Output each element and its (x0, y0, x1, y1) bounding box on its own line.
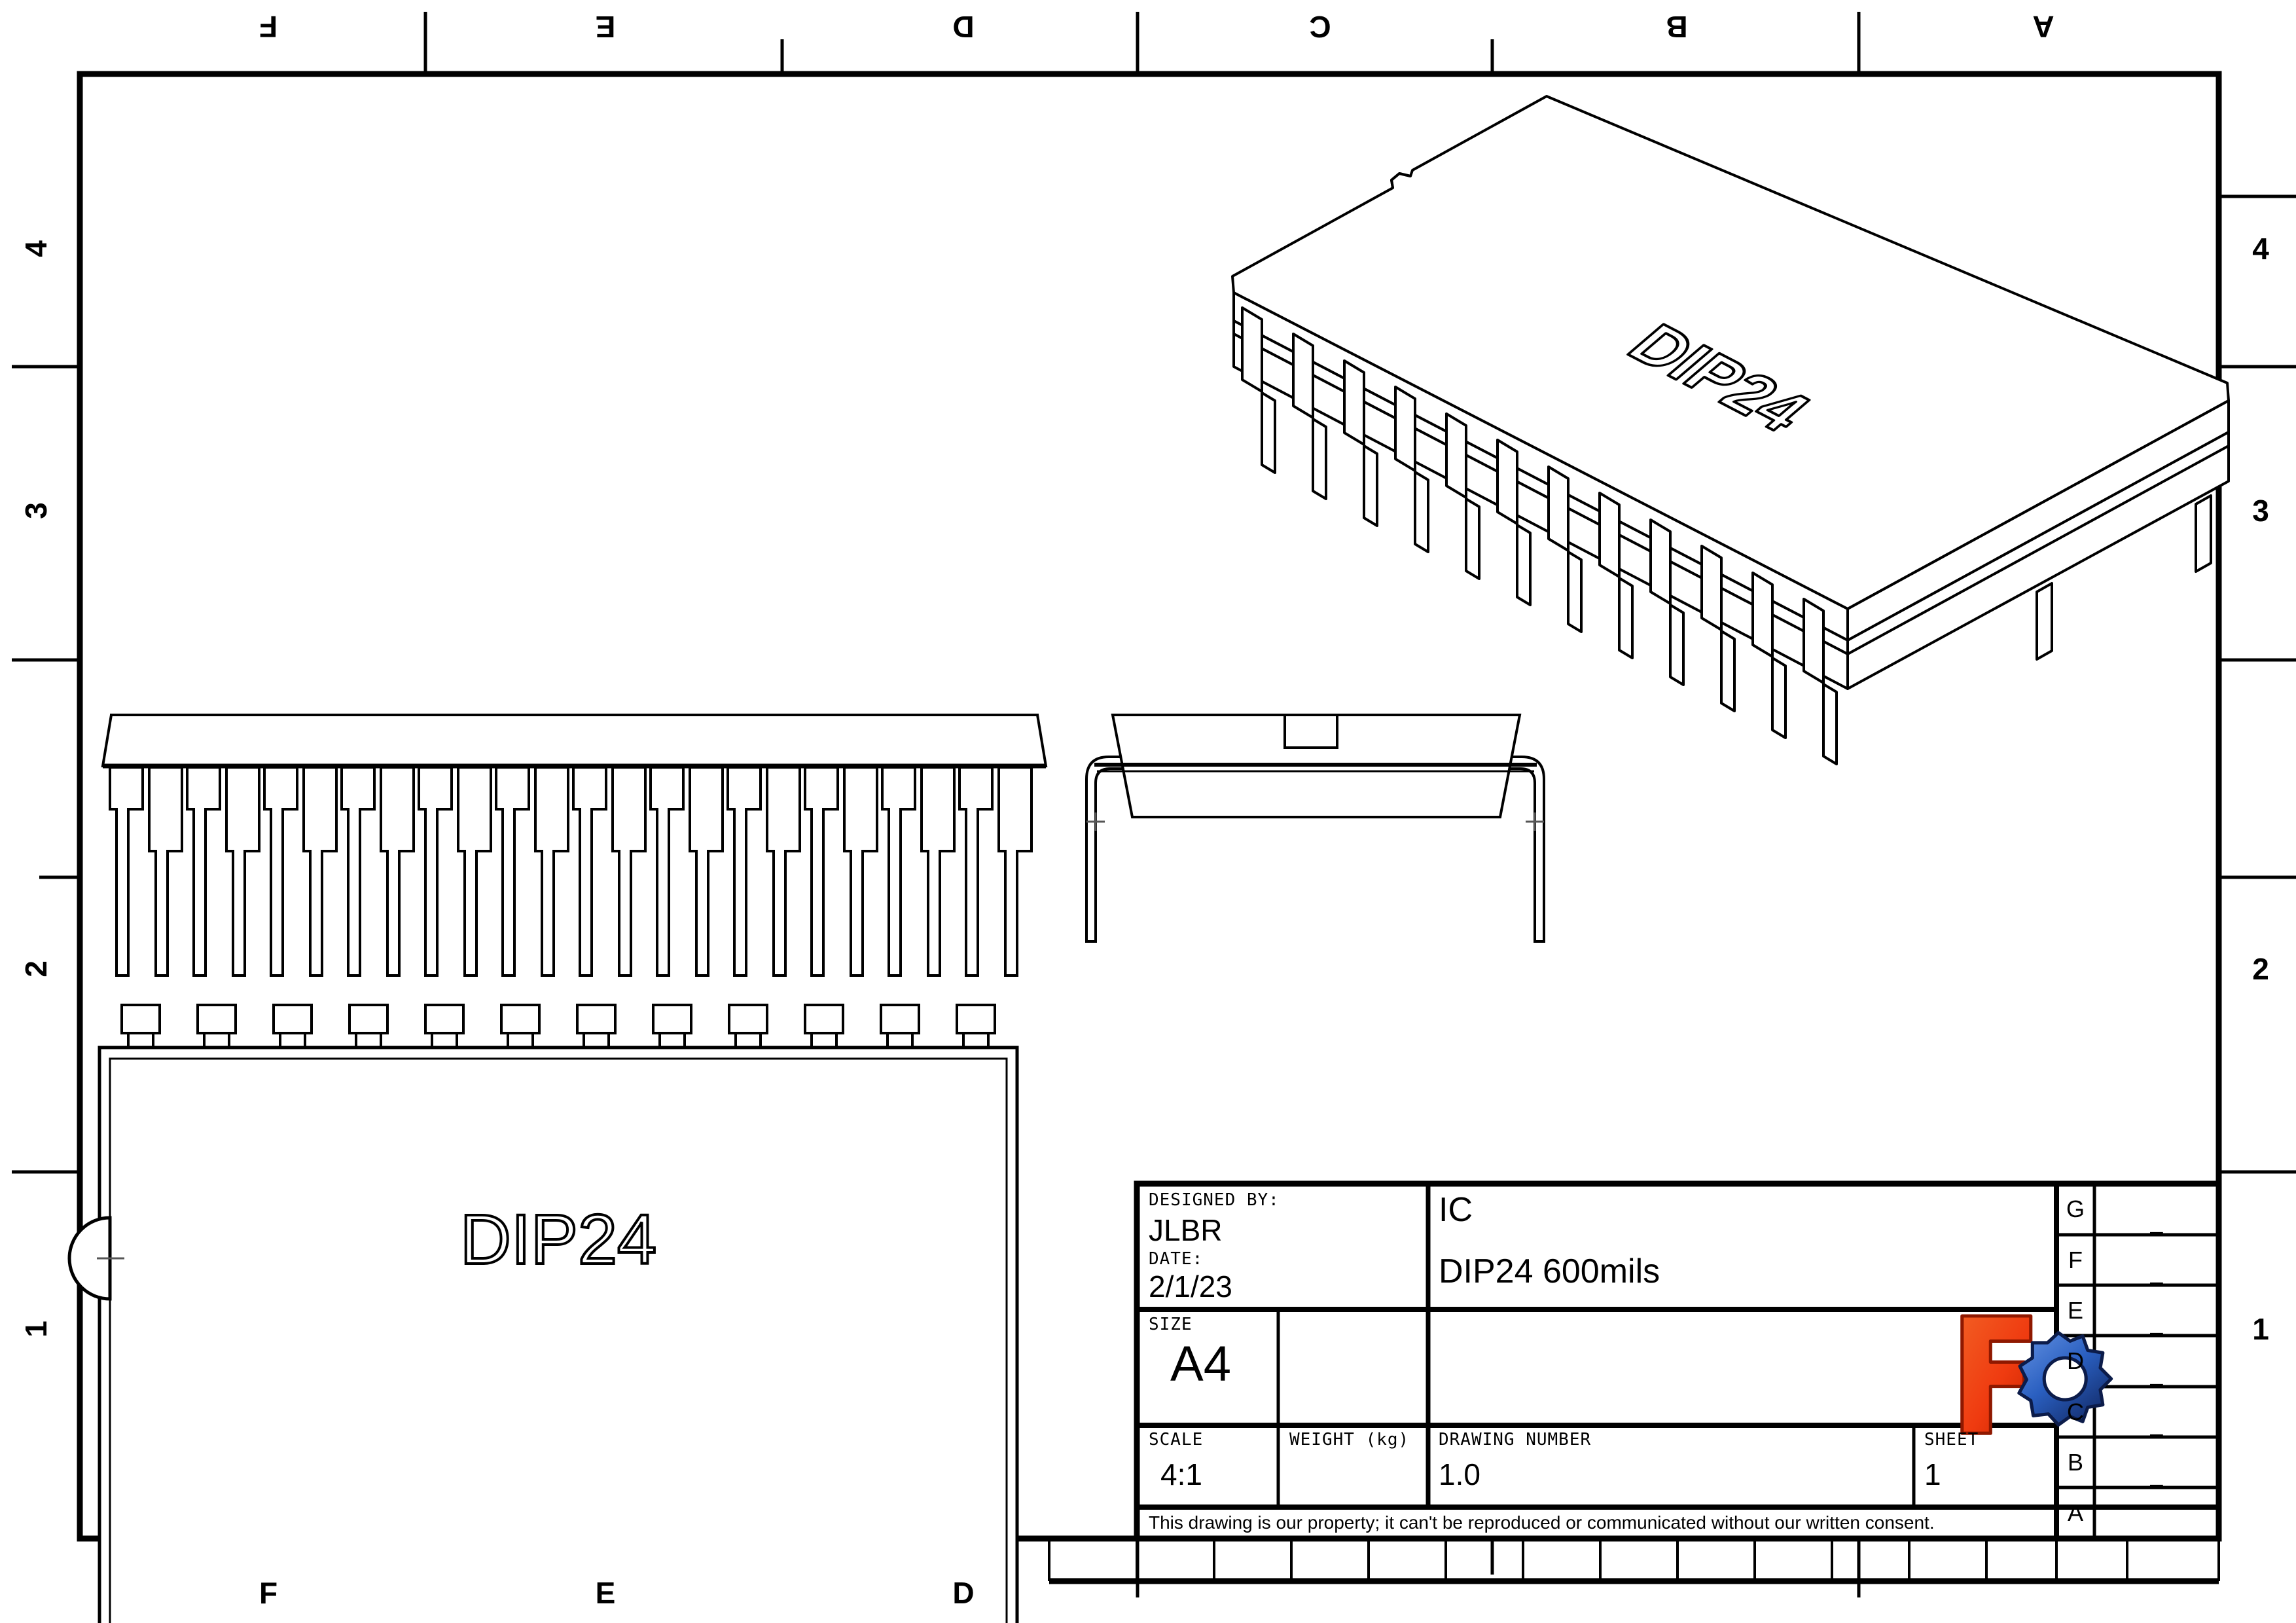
top-view: DIP24 (67, 1004, 1019, 1623)
drawing-number-label: DRAWING NUMBER (1439, 1430, 1592, 1450)
zone-left-3: 3 (19, 502, 53, 519)
date-label: DATE: (1149, 1249, 1204, 1269)
revision-value-b[interactable]: _ (2150, 1462, 2163, 1487)
zone-top-e: E (595, 10, 616, 44)
revision-letter-b: B (2067, 1448, 2083, 1476)
revision-letter-f: F (2068, 1246, 2083, 1273)
front-view (101, 714, 1048, 977)
zone-top-f: F (259, 10, 278, 44)
isometric-view: DIP24 (1231, 95, 2230, 765)
drawing-number-value[interactable]: 1.0 (1439, 1457, 1480, 1491)
legal-note: This drawing is our property; it can't b… (1149, 1512, 1935, 1533)
sheet-label: SHEET (1924, 1430, 1979, 1450)
scale-value[interactable]: 4:1 (1160, 1457, 1202, 1491)
top-view-marking-text: DIP24 (460, 1199, 656, 1279)
zone-right-3: 3 (2252, 494, 2269, 528)
zone-right-4: 4 (2252, 232, 2269, 266)
part-description[interactable]: DIP24 600mils (1439, 1252, 1660, 1290)
revision-letter-g: G (2066, 1195, 2085, 1222)
zone-right-2: 2 (2252, 952, 2269, 986)
revision-letter-e: E (2067, 1296, 2083, 1324)
designed-by-label: DESIGNED BY: (1149, 1190, 1280, 1210)
zone-right-1: 1 (2252, 1312, 2269, 1346)
top-view-pads-upper (120, 1004, 996, 1034)
revision-value-d[interactable]: _ (2150, 1361, 2163, 1386)
revision-value-g[interactable]: _ (2150, 1209, 2163, 1234)
designed-by-value[interactable]: JLBR (1149, 1213, 1223, 1247)
front-view-leads (109, 766, 994, 977)
side-view (1085, 714, 1545, 943)
revision-letter-a: A (2067, 1499, 2083, 1526)
fold-mark-strip (1048, 1535, 2220, 1584)
sheet-value[interactable]: 1 (1924, 1457, 1941, 1491)
zone-top-d: D (952, 10, 975, 44)
zone-left-2: 2 (19, 960, 53, 977)
zone-bottom-f: F (259, 1576, 278, 1610)
weight-label: WEIGHT (kg) (1289, 1430, 1410, 1450)
iso-pins-left (1241, 306, 1838, 765)
revision-letter-d: D (2067, 1347, 2084, 1374)
scale-label: SCALE (1149, 1430, 1204, 1450)
zone-bottom-e: E (595, 1576, 616, 1610)
zone-top-b: B (1666, 10, 1688, 44)
size-value[interactable]: A4 (1170, 1336, 1231, 1392)
zone-top-c: C (1309, 10, 1331, 44)
zone-left-4: 4 (19, 240, 53, 257)
front-view-back-leads (148, 766, 1033, 977)
revision-letter-c: C (2067, 1398, 2084, 1425)
zone-top-a: A (2032, 10, 2054, 44)
date-value[interactable]: 2/1/23 (1149, 1269, 1232, 1304)
iso-pins-right (2036, 494, 2212, 661)
zone-left-1: 1 (19, 1321, 53, 1338)
part-name[interactable]: IC (1439, 1191, 1473, 1229)
revision-value-e[interactable]: _ (2150, 1310, 2163, 1335)
revision-value-f[interactable]: _ (2150, 1260, 2163, 1285)
freecad-logo (1960, 1314, 2113, 1435)
size-label: SIZE (1149, 1315, 1193, 1334)
revision-value-a[interactable]: _ (2150, 1513, 2163, 1538)
zone-bottom-d: D (952, 1576, 975, 1610)
revision-value-c[interactable]: _ (2150, 1412, 2163, 1436)
top-view-stems-upper (127, 1032, 990, 1049)
